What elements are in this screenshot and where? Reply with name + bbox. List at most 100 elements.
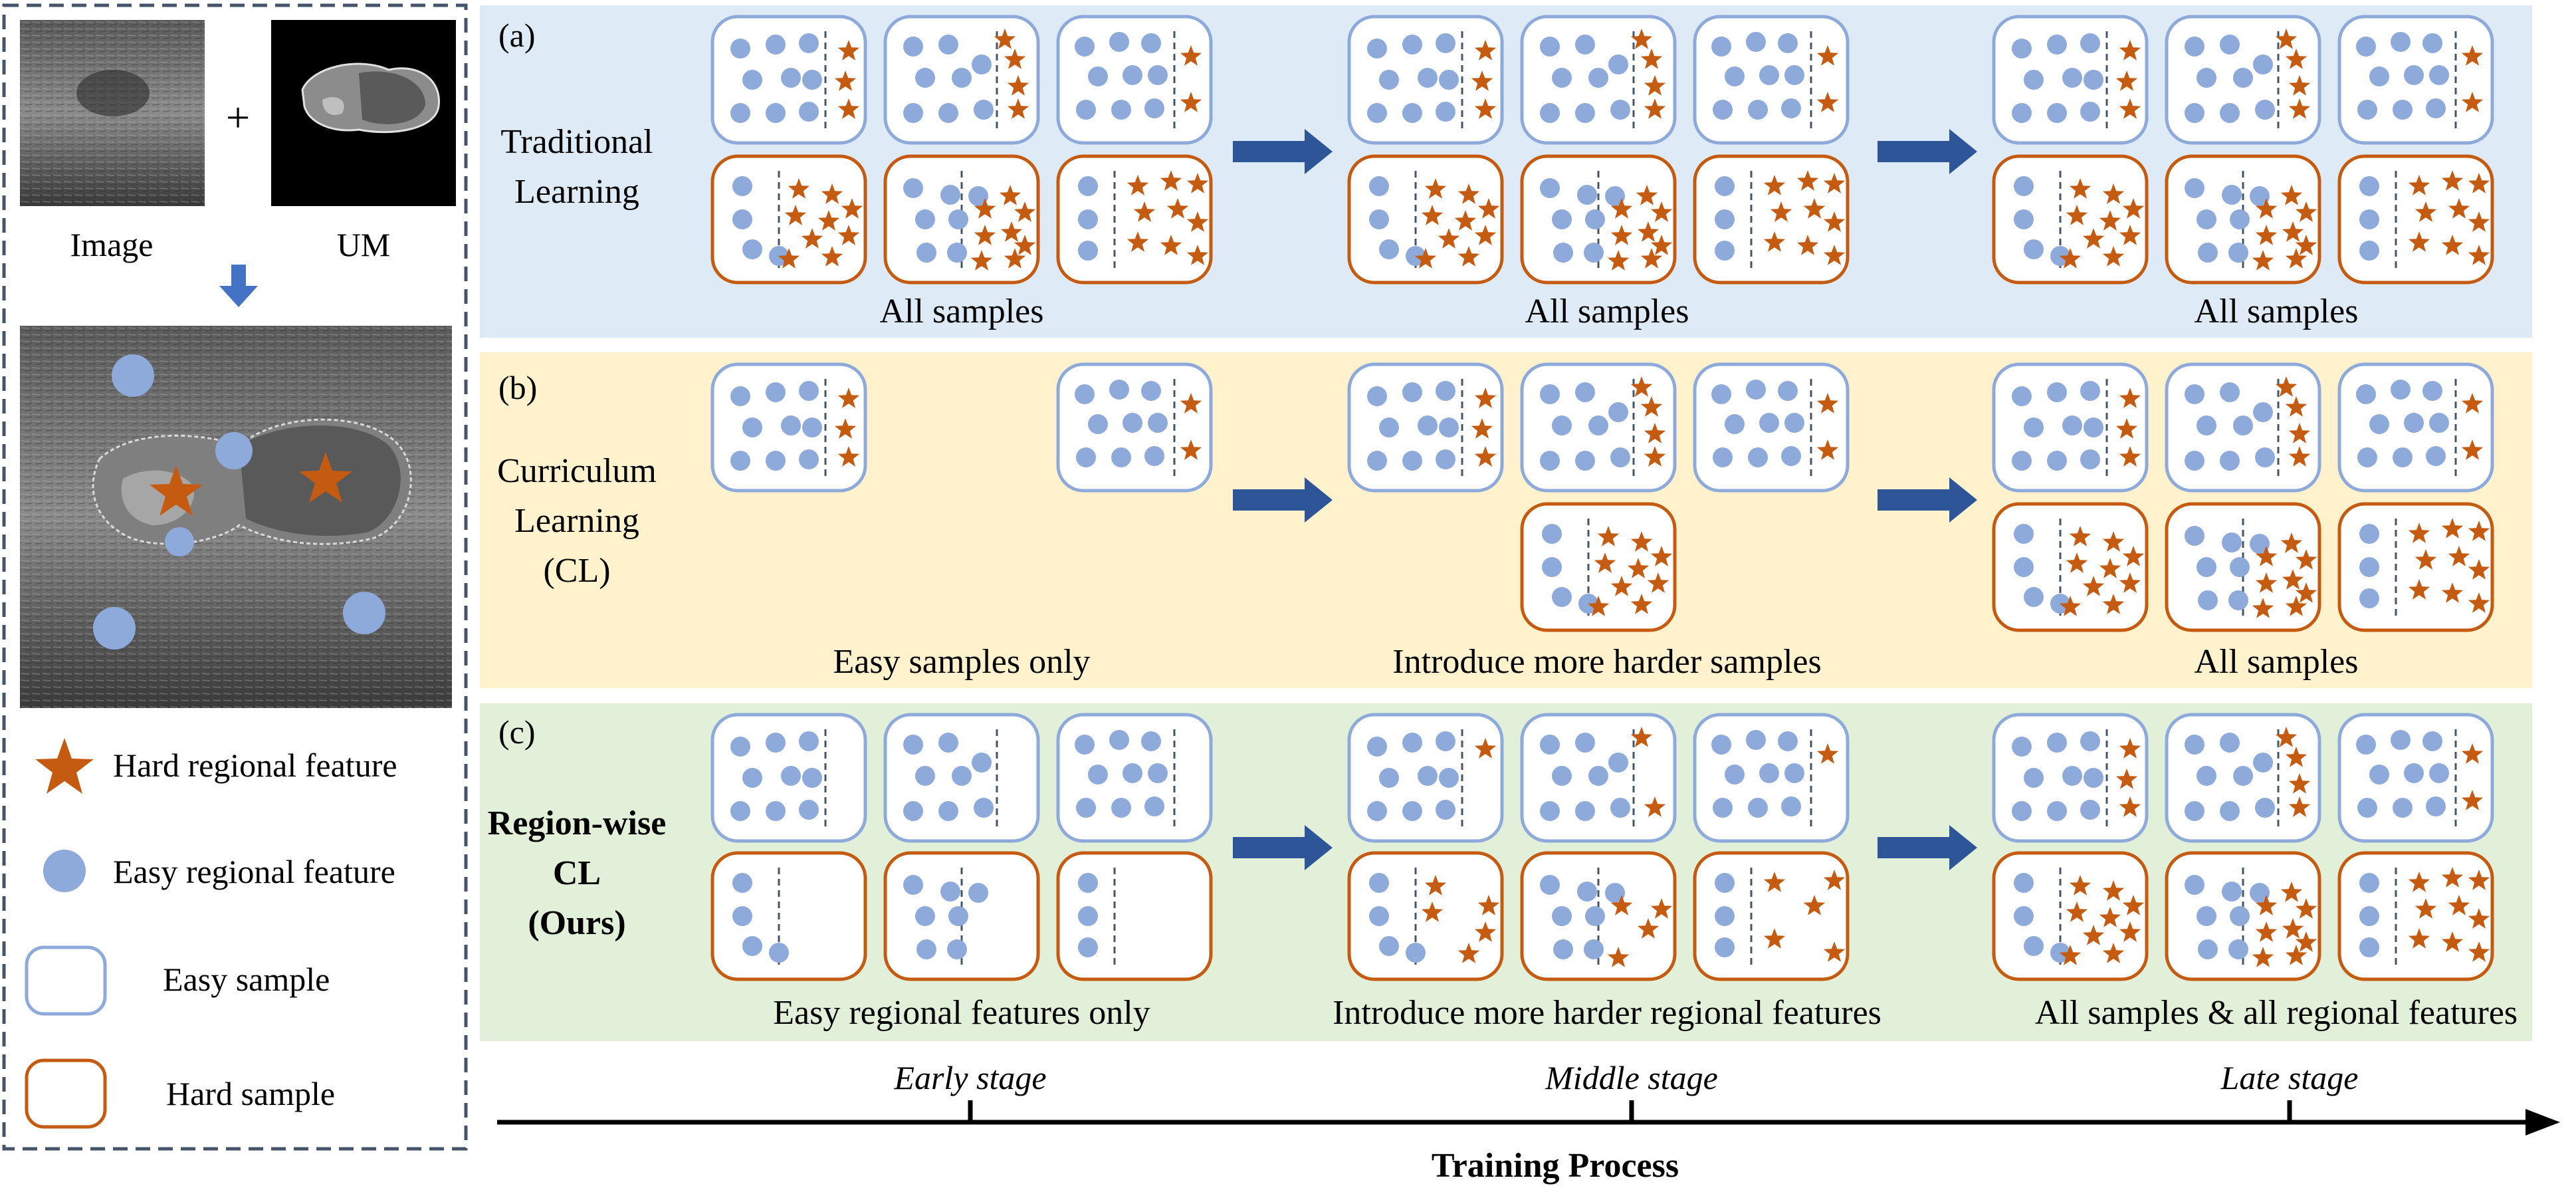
- hard-feature-star: [2122, 198, 2145, 219]
- hard-feature-star: [2119, 796, 2141, 817]
- easy-feature-dot: [2047, 451, 2067, 471]
- easy-feature-dot: [2228, 939, 2248, 959]
- easy-feature-dot: [1109, 730, 1129, 750]
- easy-feature-dot: [1540, 801, 1560, 821]
- hard-feature-star: [1644, 446, 1666, 467]
- hard-feature-star: [1457, 943, 1480, 963]
- hard-feature-star: [1186, 173, 1209, 193]
- hard-feature-star: [2448, 546, 2470, 566]
- hard-sample-card: [1992, 154, 2149, 285]
- easy-feature-dot: [2429, 763, 2449, 783]
- easy-sample-card: [2165, 713, 2321, 843]
- easy-feature-dot: [1585, 209, 1605, 229]
- easy-feature-dot: [1141, 731, 1161, 751]
- easy-feature-dot: [742, 418, 762, 437]
- easy-feature-dot: [1436, 731, 1455, 751]
- hard-feature-star: [2255, 225, 2278, 245]
- hard-feature-star: [2069, 875, 2092, 896]
- easy-feature-dot: [1711, 735, 1731, 755]
- hard-feature-star: [1007, 75, 1029, 96]
- hard-feature-star: [1587, 596, 1610, 616]
- easy-feature-dot: [903, 178, 923, 198]
- easy-feature-dot: [1144, 796, 1164, 816]
- easy-feature-dot: [2255, 447, 2275, 467]
- easy-sample-icon: [25, 945, 107, 1016]
- easy-feature-dot: [1575, 382, 1595, 402]
- hard-feature-star: [2461, 45, 2484, 66]
- hard-feature-star: [2099, 907, 2121, 927]
- hard-feature-star: [1816, 439, 1839, 460]
- easy-feature-dot: [2393, 798, 2413, 818]
- hard-feature-star: [784, 205, 807, 225]
- easy-feature-dot: [1109, 380, 1129, 400]
- easy-feature-dot: [2185, 178, 2204, 198]
- easy-feature-dot: [1148, 413, 1168, 433]
- easy-feature-dot: [1784, 413, 1804, 433]
- easy-feature-dot: [2062, 416, 2082, 435]
- hard-feature-star: [1160, 235, 1182, 255]
- easy-feature-dot: [1109, 32, 1129, 52]
- easy-sample-card: [883, 15, 1040, 145]
- easy-feature-dot: [2422, 33, 2442, 53]
- right-arrow-icon: [1878, 825, 1977, 870]
- easy-sample-card: [1347, 362, 1504, 493]
- easy-feature-dot: [730, 451, 750, 471]
- easy-feature-dot: [1759, 65, 1779, 85]
- hard-feature-star: [837, 446, 860, 467]
- easy-feature-dot: [732, 906, 752, 926]
- easy-feature-dot: [2185, 384, 2204, 404]
- easy-feature-dot: [2047, 801, 2067, 821]
- easy-sample-card: [710, 362, 867, 493]
- hard-feature-star: [2295, 582, 2317, 603]
- easy-feature-dot: [2222, 185, 2242, 205]
- hard-feature-star: [2122, 546, 2145, 566]
- legend: Hard regional feature Easy regional feat…: [25, 738, 397, 1129]
- easy-feature-dot: [948, 209, 968, 229]
- easy-feature-dot: [2198, 590, 2218, 610]
- easy-feature-dot: [2220, 801, 2240, 821]
- easy-sample-card: [2165, 362, 2321, 493]
- easy-feature-dot: [766, 35, 786, 55]
- easy-feature-dot: [2185, 875, 2204, 895]
- hard-feature-star: [1007, 98, 1029, 119]
- hard-feature-star: [1414, 248, 1437, 269]
- easy-feature-dot: [2047, 382, 2067, 402]
- easy-feature-dot: [730, 737, 750, 757]
- easy-feature-dot: [1584, 939, 1604, 959]
- easy-feature-dot: [1540, 451, 1560, 471]
- easy-feature-dot: [2012, 39, 2032, 59]
- easy-feature-dot: [2014, 557, 2034, 577]
- easy-feature-dot: [2393, 100, 2413, 120]
- easy-feature-dot: [2084, 70, 2103, 90]
- easy-feature-dot: [972, 55, 992, 74]
- easy-feature-dot: [1367, 801, 1387, 821]
- hard-feature-star: [2102, 594, 2125, 614]
- hard-feature-star: [2415, 898, 2437, 919]
- easy-feature-dot: [1715, 873, 1735, 893]
- easy-feature-dot: [1746, 380, 1766, 400]
- hard-sample-card: [1056, 851, 1213, 981]
- hard-sample-card: [883, 154, 1040, 285]
- easy-feature-dot: [1588, 68, 1608, 88]
- easy-feature-dot: [1711, 384, 1731, 404]
- hard-feature-star: [821, 246, 843, 267]
- easy-feature-dot: [2426, 446, 2446, 466]
- easy-feature-dot: [2080, 381, 2100, 401]
- easy-feature-dot: [1369, 873, 1389, 893]
- easy-feature-dot: [2228, 590, 2248, 610]
- easy-feature-dot: [2024, 239, 2044, 259]
- easy-feature-dot: [93, 607, 136, 650]
- easy-feature-dot: [2080, 800, 2100, 820]
- hard-feature-star: [1610, 198, 1633, 219]
- easy-feature-dot: [742, 768, 762, 788]
- easy-feature-dot: [1436, 33, 1455, 53]
- hard-feature-star: [2275, 29, 2298, 49]
- hard-feature-star: [1763, 175, 1786, 195]
- stage-caption: All samples: [880, 293, 1044, 330]
- hard-sample-card: [2165, 502, 2321, 632]
- hard-feature-star: [2115, 418, 2138, 439]
- easy-feature-dot: [1610, 100, 1630, 120]
- hard-feature-star: [1644, 75, 1666, 96]
- hard-feature-star: [2288, 773, 2311, 794]
- hard-feature-star: [1650, 546, 1673, 566]
